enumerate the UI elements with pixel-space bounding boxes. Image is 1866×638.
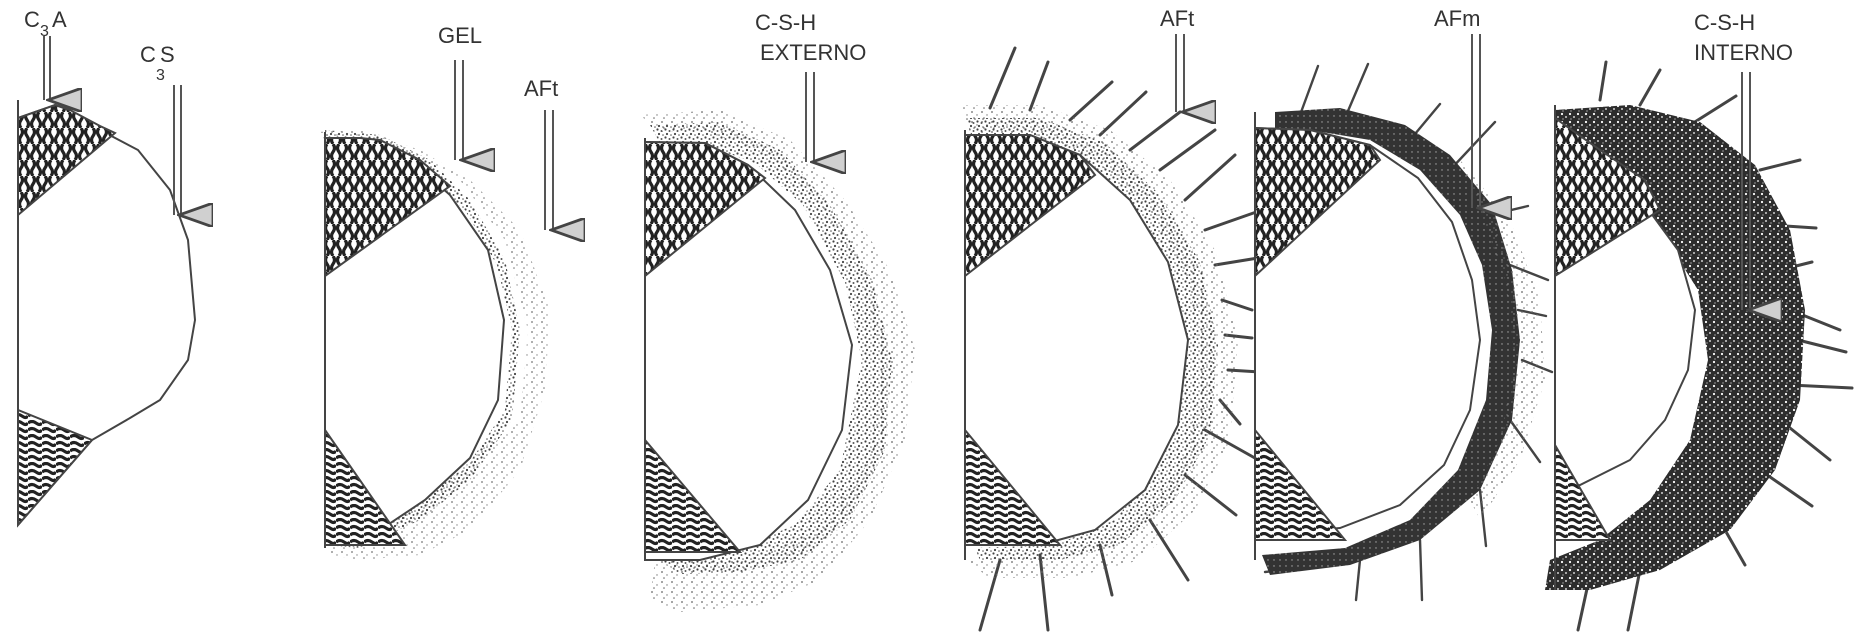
c3a-label: C 3 A: [24, 7, 67, 40]
csh-externo-label-line1: C-S-H: [755, 10, 816, 35]
svg-text:S: S: [160, 42, 175, 67]
stage-3: C-S-H EXTERNO: [640, 10, 915, 612]
c3a-arrow: [44, 36, 50, 100]
c3s-label: C S 3: [140, 42, 175, 84]
svg-text:3: 3: [156, 67, 165, 84]
stage-4: AFt: [960, 6, 1262, 630]
aft-arrow-2: [1176, 34, 1184, 112]
stage-1: C 3 A C S 3: [18, 7, 195, 525]
stage-5: AFm: [1255, 6, 1552, 600]
afm-label: AFm: [1434, 6, 1480, 31]
stage-6: C-S-H INTERNO: [1545, 10, 1852, 630]
csh-interno-label-line2: INTERNO: [1694, 40, 1793, 65]
svg-text:C: C: [24, 7, 40, 32]
gel-arrow: [455, 60, 463, 160]
aft-arrow: [545, 110, 553, 230]
svg-text:C: C: [140, 42, 156, 67]
csh-externo-label-line2: EXTERNO: [760, 40, 866, 65]
aft-label: AFt: [524, 76, 558, 101]
c3s-arrow: [174, 85, 181, 215]
csh-interno-label-line1: C-S-H: [1694, 10, 1755, 35]
aft-label-2: AFt: [1160, 6, 1194, 31]
csh-externo-arrow: [806, 72, 814, 162]
stage-2: GEL AFt: [318, 23, 558, 560]
svg-text:A: A: [52, 7, 67, 32]
gel-label: GEL: [438, 23, 482, 48]
